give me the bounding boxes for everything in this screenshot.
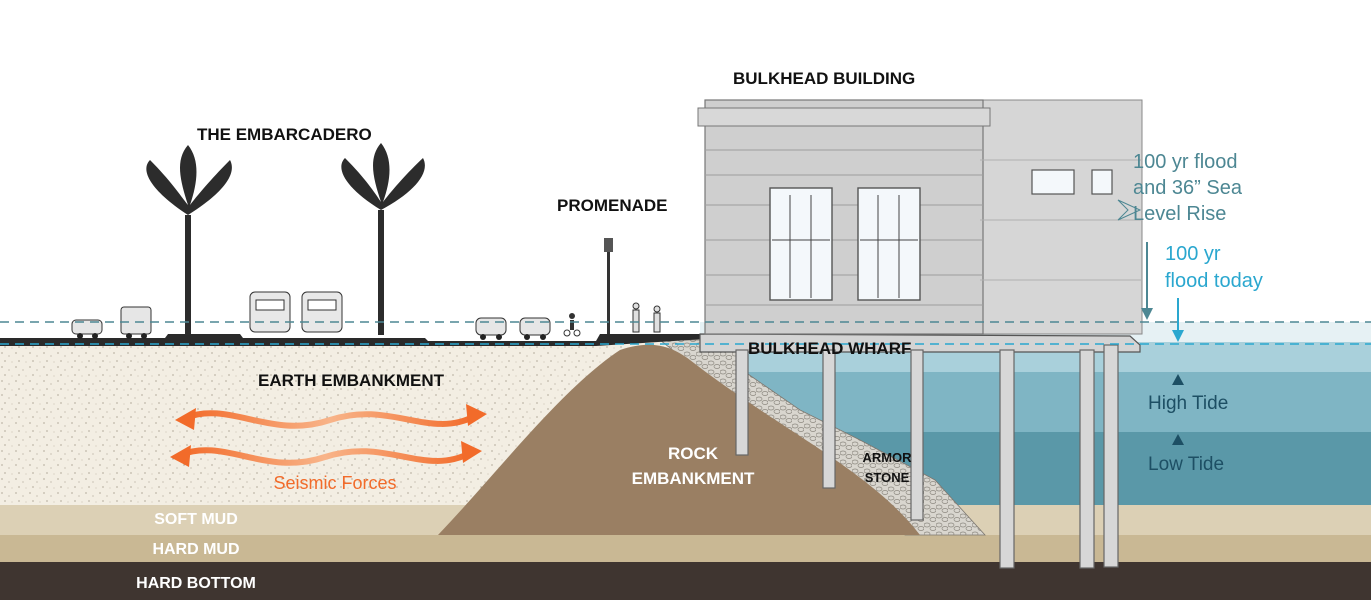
future-flood-label-line2: and 36” Sea (1133, 177, 1243, 199)
palm-tree-icon (146, 145, 232, 335)
callout-pointer (1117, 199, 1142, 221)
today-flood-arrow-icon (1172, 298, 1184, 342)
hard-mud-layer (0, 535, 1371, 562)
seismic-arrow-icon (170, 441, 482, 467)
rock-embankment-label-line2: EMBANKMENT (632, 469, 755, 488)
rock-embankment (438, 344, 920, 535)
bulkhead-building-label: BULKHEAD BUILDING (733, 69, 915, 88)
bulkhead-building (697, 99, 1143, 335)
truck-icon (120, 306, 152, 339)
car-icon (71, 319, 103, 339)
palm-tree-icon (341, 143, 425, 335)
earth-embankment-label: EARTH EMBANKMENT (258, 371, 445, 390)
high-tide-label: High Tide (1148, 393, 1228, 414)
roadway (0, 334, 720, 346)
future-flood-arrow-icon (1141, 242, 1153, 320)
hard-mud-label: HARD MUD (152, 541, 239, 558)
hard-bottom-label: HARD BOTTOM (136, 575, 256, 592)
wharf-piles (735, 344, 1119, 569)
future-flood-label-line3: Level Rise (1133, 203, 1226, 225)
low-tide-marker-icon (1172, 434, 1184, 445)
low-tide-label: Low Tide (1148, 454, 1224, 475)
promenade-label: PROMENADE (557, 196, 668, 215)
soft-mud-label: SOFT MUD (154, 511, 238, 528)
pedestrian-icon (632, 302, 640, 333)
today-flood-label-line1: 100 yr (1165, 243, 1221, 265)
cyclist-icon (563, 313, 581, 337)
future-flood-label-line1: 100 yr flood (1133, 151, 1238, 173)
today-flood-label-line2: flood today (1165, 270, 1263, 292)
high-tide-marker-icon (1172, 374, 1184, 385)
armor-stone-label-line2: STONE (865, 470, 910, 485)
armor-stone-label-line1: ARMOR (862, 450, 912, 465)
bulkhead-wharf-label: BULKHEAD WHARF (748, 339, 911, 358)
pedestrian-icon (653, 305, 661, 333)
street-lamp-icon (604, 238, 613, 334)
wharf-deck (699, 333, 1141, 353)
seismic-forces-label: Seismic Forces (273, 473, 396, 493)
streetcar-icon (249, 291, 291, 333)
seismic-arrow-icon (175, 404, 487, 430)
rock-embankment-label-line1: ROCK (668, 444, 719, 463)
hard-bottom-layer (0, 562, 1371, 600)
embarcadero-label: THE EMBARCADERO (197, 125, 372, 144)
streetcar-icon (301, 291, 343, 333)
